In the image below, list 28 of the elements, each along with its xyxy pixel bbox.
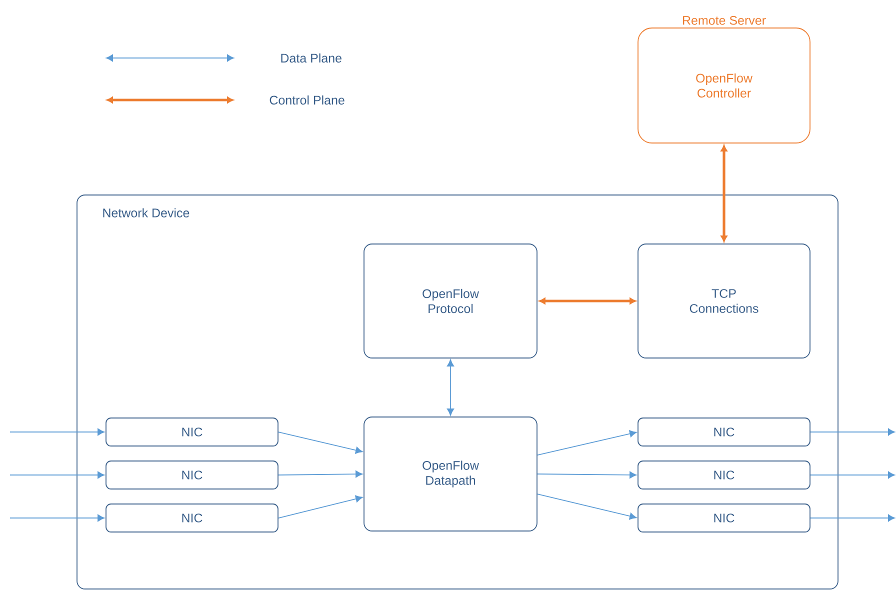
- legend-label: Control Plane: [270, 95, 344, 105]
- arrow: [537, 471, 637, 478]
- arrow: [537, 494, 637, 520]
- arrow: [278, 432, 363, 454]
- process-box: NIC: [106, 418, 278, 446]
- arrow: [720, 145, 728, 242]
- arrow: [539, 298, 636, 304]
- arrow: [278, 470, 363, 478]
- legend-label: Data Plane: [281, 53, 342, 63]
- arrow: [10, 514, 105, 522]
- process-box: NIC: [638, 418, 810, 446]
- arrow: [810, 428, 896, 436]
- process-box: NIC: [106, 504, 278, 532]
- process-box: NIC: [638, 504, 810, 532]
- node-label: Remote Server: [683, 16, 766, 25]
- server-box: Remote Server OpenFlow Controller: [638, 16, 810, 144]
- arrow: [810, 471, 896, 479]
- arrow: [537, 430, 637, 456]
- arrow: [810, 514, 896, 522]
- arrow: [10, 471, 105, 479]
- process-box: OpenFlow Protocol: [364, 244, 538, 358]
- process-box: OpenFlow Datapath: [364, 416, 538, 532]
- process-box: NIC: [638, 460, 810, 490]
- arrow: [446, 359, 454, 416]
- process-box: TCP Connections: [638, 244, 810, 358]
- arrow: [10, 428, 105, 436]
- arrow: [278, 495, 363, 518]
- process-box: NIC: [106, 460, 278, 490]
